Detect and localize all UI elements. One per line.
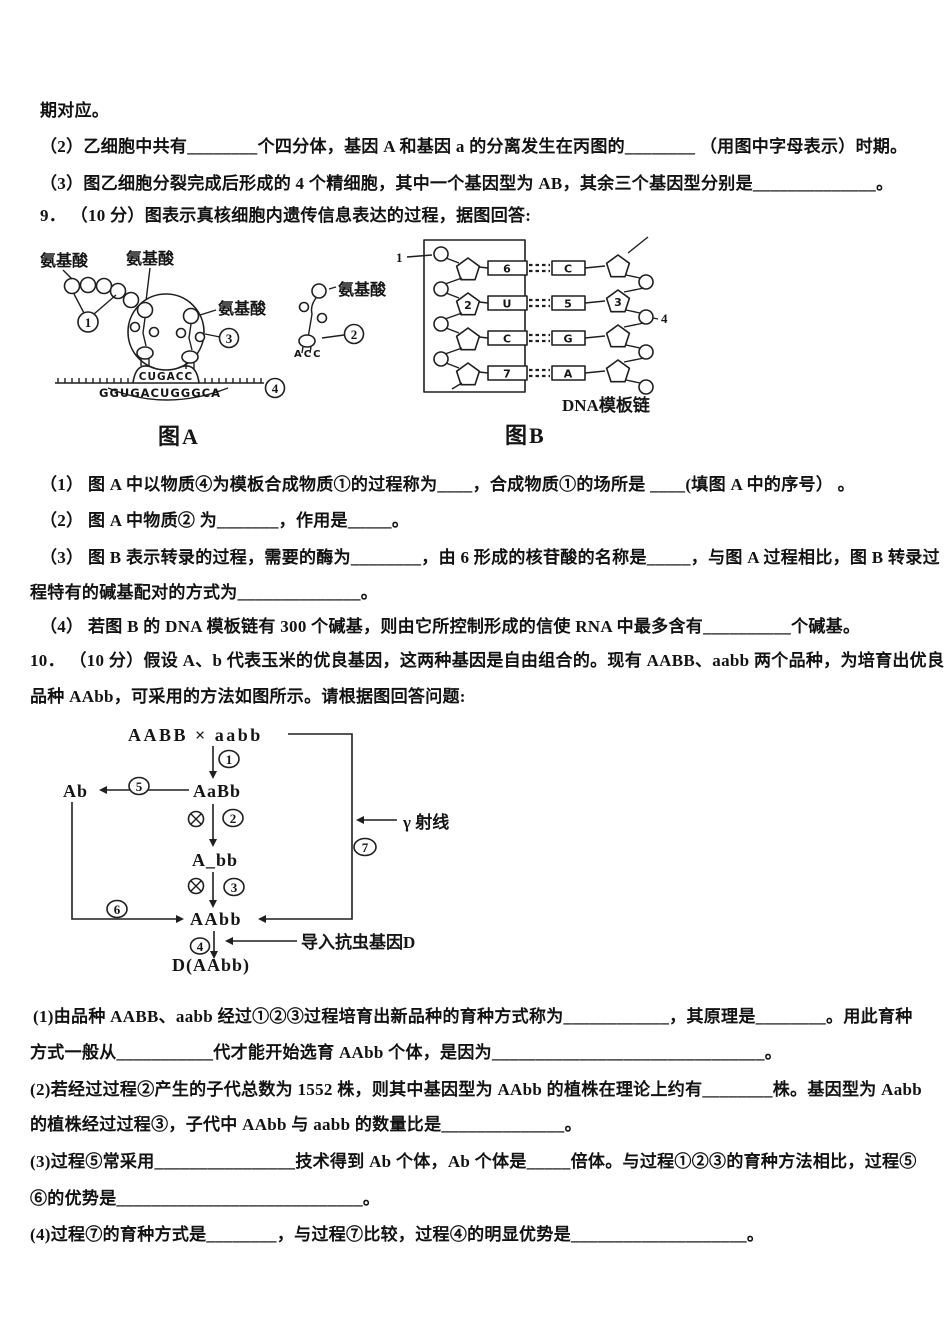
svg-text:U: U	[503, 298, 512, 311]
q10-part3b-text: ⑥的优势是____________________________。	[30, 1189, 381, 1208]
step-5-arrow: 5	[99, 776, 189, 796]
step-1-badge: 1	[218, 749, 240, 769]
amino-acid-label: 氨基酸	[40, 251, 89, 270]
q9-part1-text: （1） 图 A 中以物质④为模板合成物质①的过程称为____，合成物质①的场所是…	[40, 475, 855, 494]
gamma-ray-label: γ 射线	[402, 812, 449, 832]
q8-part2-text: （2）乙细胞中共有________个四分体，基因 A 和基因 a 的分离发生在丙…	[40, 137, 908, 156]
svg-text:C: C	[564, 263, 572, 276]
label-3: 3	[614, 296, 622, 309]
svg-text:6: 6	[503, 263, 511, 276]
svg-text:7: 7	[362, 840, 369, 855]
dna-template-strand: C 5 3 4 G	[551, 236, 668, 395]
label-2: 2	[464, 299, 472, 312]
svg-text:4: 4	[197, 939, 204, 954]
free-trna	[298, 283, 337, 354]
svg-text:7: 7	[503, 368, 511, 381]
label-4: 4	[661, 311, 668, 326]
pointer-line	[62, 269, 73, 280]
step-6-arrow: 6	[71, 802, 184, 923]
q10-part4-text: (4)过程⑦的育种方式是________，与过程⑦比较，过程④的明显优势是___…	[30, 1225, 765, 1244]
step-3-badge: 3	[223, 877, 245, 897]
step-2-arrow	[209, 804, 217, 847]
svg-text:1: 1	[226, 752, 233, 767]
q9-part3a-text: （3） 图 B 表示转录的过程，需要的酶为________，由 6 形成的核苷酸…	[40, 548, 940, 567]
breeding-flowchart: AABB × aabb γ 射线 7 1 AaBb 5	[63, 725, 449, 976]
svg-text:3: 3	[231, 880, 238, 895]
self-pollination-icon	[187, 877, 205, 895]
figure-a-caption: 图A	[158, 424, 200, 449]
pointer-line	[199, 309, 217, 316]
svg-text:5: 5	[136, 779, 143, 794]
route-7-path	[258, 733, 397, 923]
genotype-aabb-target: AAbb	[190, 909, 242, 929]
step-7-badge: 7	[353, 837, 377, 857]
svg-text:G: G	[563, 333, 572, 346]
mrna-strand	[55, 378, 264, 401]
rna-strand-box	[423, 239, 526, 393]
amino-acid-label: 氨基酸	[338, 280, 387, 299]
hydrogen-bonds	[529, 263, 550, 378]
acc-anticodon-label: ACC	[294, 349, 322, 360]
svg-text:5: 5	[564, 298, 572, 311]
parent-cross-label: AABB × aabb	[128, 725, 263, 745]
q8-part3-text: （3）图乙细胞分裂完成后形成的 4 个精细胞，其中一个基因型为 AB，其余三个基…	[40, 174, 894, 193]
genotype-a-bb: A_bb	[192, 850, 238, 870]
result-genotype-label: D(AAbb)	[172, 955, 250, 976]
q8-tail-text: 期对应。	[40, 101, 110, 120]
figure-a-b-diagram: 氨基酸 氨基酸 氨基酸 1	[40, 236, 668, 449]
dna-template-label: DNA模板链	[562, 395, 651, 415]
step-2-badge: 2	[222, 808, 244, 828]
mrna-seq-label: GGUGACUGGGCA	[99, 386, 221, 400]
q10-part2b-text: 的植株经过过程③，子代中 AAbb 与 aabb 的数量比是__________…	[30, 1115, 582, 1134]
svg-text:2: 2	[351, 327, 358, 342]
genotype-aabb-f1: AaBb	[193, 781, 241, 801]
amino-acid-label: 氨基酸	[126, 249, 175, 268]
svg-text:6: 6	[114, 902, 121, 917]
haploid-ab-label: Ab	[63, 781, 88, 801]
figure-b: 1 6 2 U	[396, 236, 668, 448]
q9-part2-text: （2） 图 A 中物质② 为_______，作用是_____。	[40, 511, 410, 530]
step-3-arrow	[209, 872, 217, 908]
q10-part2a-text: (2)若经过过程②产生的子代总数为 1552 株，则其中基因型为 AAbb 的植…	[30, 1080, 923, 1099]
pointer-line	[145, 267, 151, 302]
q9-part3b-text: 程特有的碱基配对的方式为______________。	[30, 583, 379, 602]
circled-3-label: 3	[204, 327, 240, 349]
gene-insert-label: 导入抗虫基因D	[301, 932, 415, 952]
step-1-arrow	[209, 746, 217, 779]
gene-insert-arrow	[225, 937, 297, 945]
svg-text:3: 3	[226, 331, 233, 346]
trna-right	[175, 307, 206, 369]
figure-a: 氨基酸 氨基酸 氨基酸 1	[40, 249, 387, 449]
svg-text:2: 2	[230, 811, 237, 826]
q9-stem-text: 9． （10 分）图表示真核细胞内遗传信息表达的过程，据图回答:	[40, 206, 532, 225]
polypeptide-chain	[63, 276, 140, 309]
q10-stem1-text: 10． （10 分）假设 A、b 代表玉米的优良基因，这两种基因是自由组合的。现…	[30, 651, 945, 670]
amino-acid-label: 氨基酸	[218, 299, 267, 318]
step-4-badge: 4	[189, 937, 211, 955]
svg-text:C: C	[503, 333, 511, 346]
pointer-line	[406, 254, 433, 258]
svg-text:A: A	[564, 368, 573, 381]
q10-stem2-text: 品种 AAbb，可采用的方法如图所示。请根据图回答问题:	[30, 687, 466, 706]
circled-1-label: 1	[73, 293, 117, 333]
svg-text:4: 4	[272, 381, 279, 396]
step-4-arrow	[210, 931, 218, 959]
self-pollination-icon	[187, 810, 205, 828]
figure-b-caption: 图B	[505, 423, 546, 448]
q10-part1a-text: (1)由品种 AABB、aabb 经过①②③过程培育出新品种的育种方式称为___…	[33, 1007, 913, 1026]
label-1: 1	[396, 250, 403, 265]
trna-left	[129, 301, 160, 366]
rna-strand: 6 2 U C	[433, 246, 528, 390]
q10-part3a-text: (3)过程⑤常采用________________技术得到 Ab 个体，Ab 个…	[30, 1152, 917, 1171]
circled-4-label: 4	[264, 377, 286, 399]
circled-2-label: 2	[321, 323, 365, 345]
q9-part4-text: （4） 若图 B 的 DNA 模板链有 300 个碱基，则由它所控制形成的信使 …	[40, 617, 861, 636]
q10-part1b-text: 方式一般从___________代才能开始选育 AAbb 个体，是因为_____…	[30, 1043, 783, 1062]
anticodon-seq-label: CUGACC	[139, 371, 193, 383]
svg-text:1: 1	[85, 315, 92, 330]
